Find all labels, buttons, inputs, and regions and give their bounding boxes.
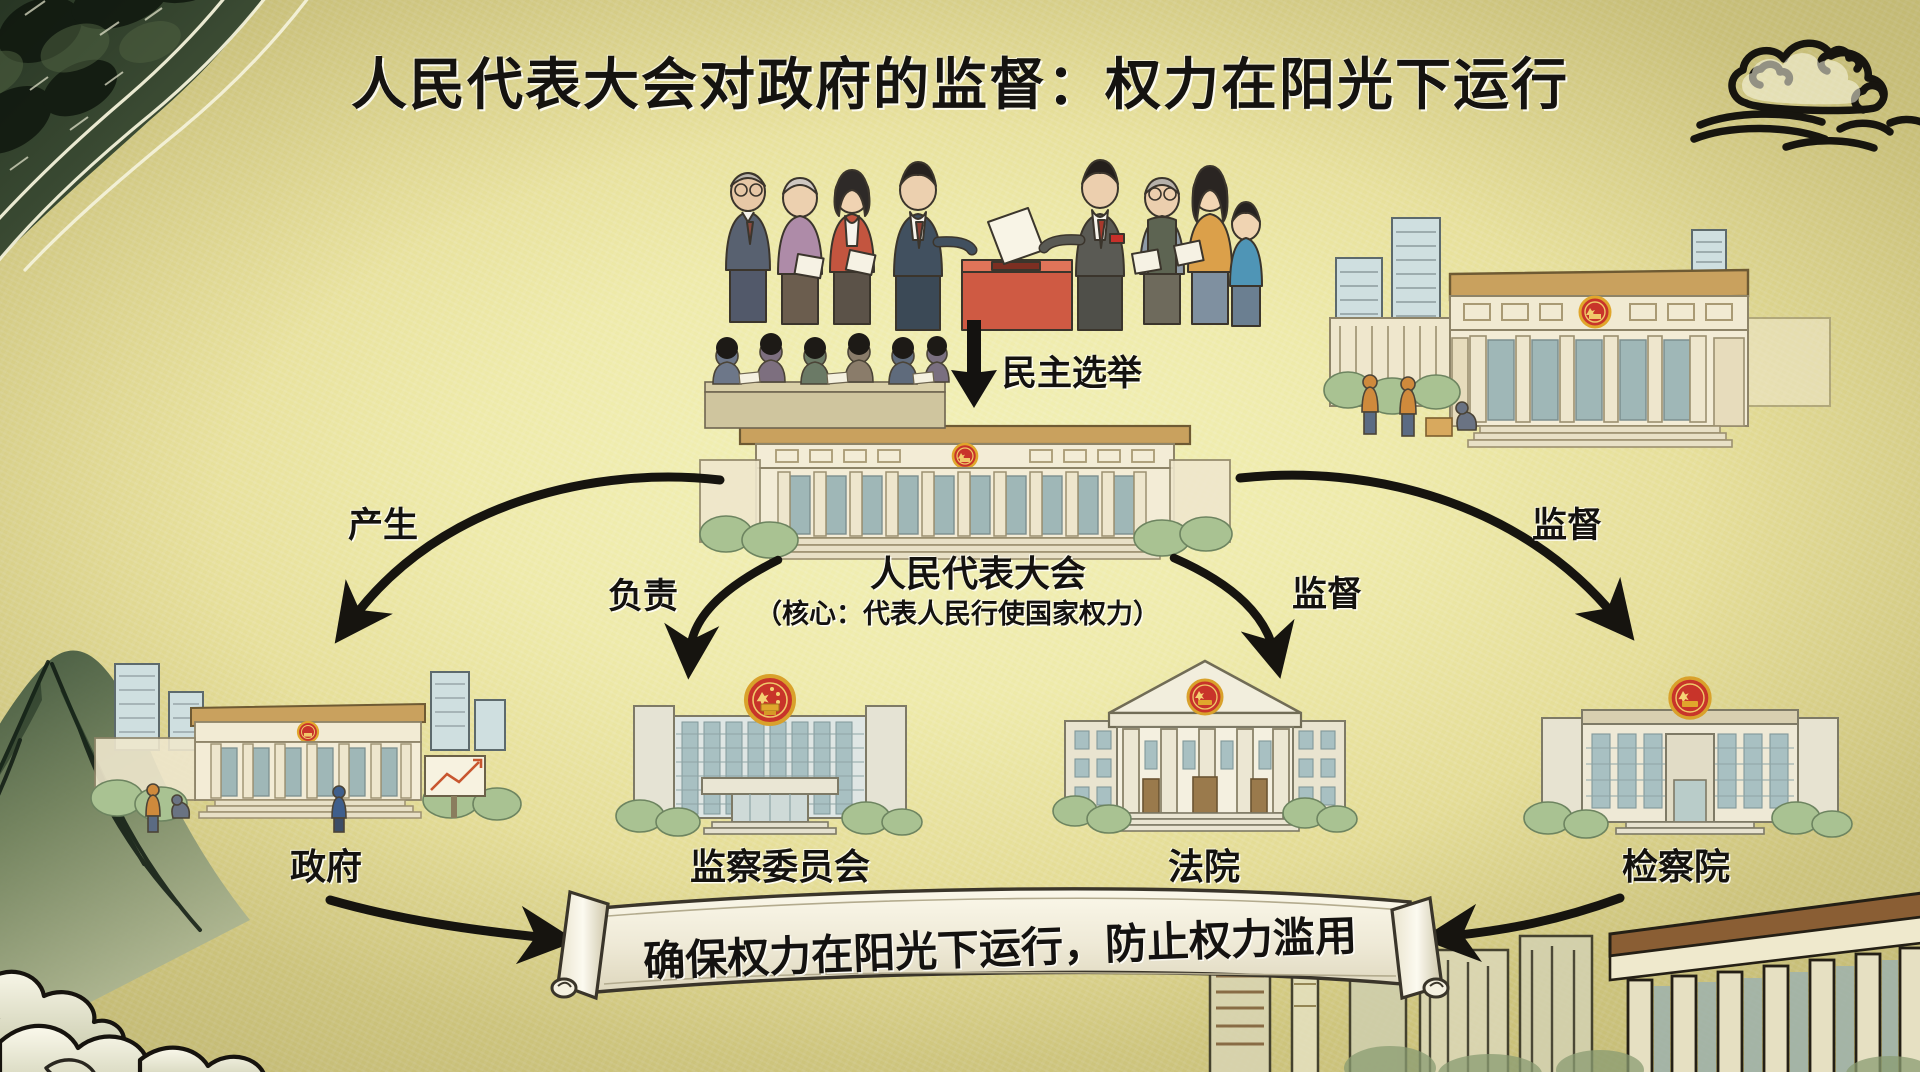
page-title: 人民代表大会对政府的监督：权力在阳光下运行 [351, 53, 1569, 118]
assembly-session-illustration [704, 333, 950, 429]
arrow-responsible [664, 555, 783, 680]
node-label-procuratorate: 检察院 [1622, 847, 1731, 888]
procuratorate-building-illustration [1523, 676, 1853, 839]
ink-foliage-top-left [0, 0, 309, 272]
arrow-supervise-court [1169, 553, 1295, 679]
auspicious-cloud-icon [1690, 39, 1920, 152]
arrow-produce [334, 472, 725, 644]
label-democratic-election: 民主选举 [1002, 354, 1143, 394]
node-label-government: 政府 [290, 847, 363, 888]
conclusion-banner: 确保权力在阳光下运行，防止权力滥用 [530, 880, 1470, 1010]
voting-scene-illustration [725, 159, 1263, 331]
government-building-illustration [90, 663, 522, 833]
banner-text: 确保权力在阳光下运行，防止权力滥用 [642, 910, 1358, 986]
label-supervise-procuratorate: 监督 [1532, 506, 1603, 546]
npc-building-illustration [1323, 217, 1831, 448]
node-label-court: 法院 [1168, 847, 1241, 888]
supervisory-commission-building-illustration [615, 674, 923, 837]
court-building-illustration [1052, 659, 1358, 834]
node-label-supervisory-commission: 监察委员会 [690, 847, 871, 888]
label-produce: 产生 [348, 506, 419, 546]
great-hall-illustration [699, 424, 1233, 560]
arrow-to-banner-right [1420, 893, 1625, 963]
label-supervise-court: 监督 [1292, 575, 1363, 615]
arrow-supervise-procuratorate [1235, 470, 1635, 641]
center-node-label: 人民代表大会 [870, 554, 1087, 595]
center-node-subtitle: （核心：代表人民行使国家权力） [755, 599, 1160, 630]
arrow-democratic-election [951, 320, 997, 408]
arrow-to-banner-left [325, 895, 578, 965]
label-responsible: 负责 [608, 577, 679, 617]
